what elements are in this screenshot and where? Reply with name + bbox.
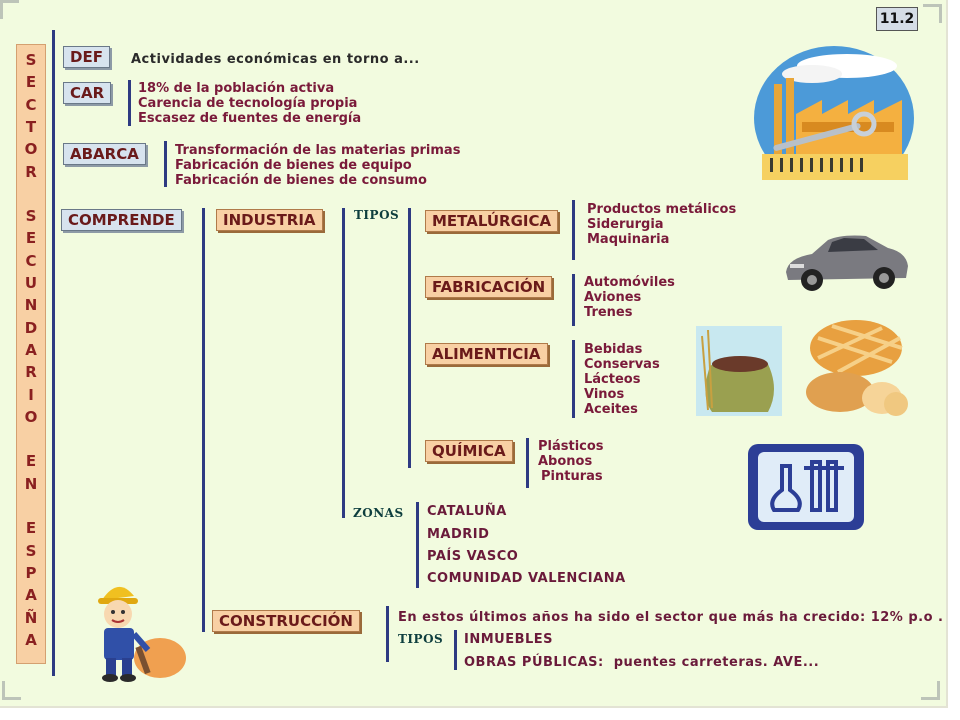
construccion-item: INMUEBLES	[464, 632, 554, 647]
comprende-connector-line	[202, 208, 205, 632]
car-icon	[786, 235, 908, 291]
chemistry-flask-icon	[748, 444, 864, 530]
sidebar-letter: C	[25, 95, 37, 114]
alimenticia-item: Bebidas	[584, 342, 643, 357]
zonas-bracket-line	[416, 502, 419, 588]
fabricacion-item: Automóviles	[584, 275, 675, 290]
sidebar-letter: T	[25, 117, 37, 136]
sidebar-letter: O	[24, 407, 38, 426]
zone-item: CATALUÑA	[427, 504, 507, 519]
sidebar-letter: R	[25, 363, 37, 382]
industria-connector-line	[342, 208, 345, 518]
main-connector-line	[52, 30, 55, 676]
page-number: 11.2	[876, 7, 918, 31]
fabricacion-label: FABRICACIÓN	[425, 276, 553, 298]
sidebar-letter: S	[25, 51, 37, 69]
sidebar-letter: N	[24, 474, 38, 493]
quimica-item: Pinturas	[541, 469, 603, 484]
sidebar-letter: E	[25, 452, 37, 471]
alimenticia-item: Conservas	[584, 357, 660, 372]
zone-item: PAÍS VASCO	[427, 549, 519, 564]
sidebar-letter: E	[25, 519, 37, 538]
sidebar-letter: A	[25, 340, 37, 359]
construccion-label: CONSTRUCCIÓN	[212, 610, 360, 632]
sidebar-letter: E	[25, 73, 37, 92]
corner-mark	[923, 4, 942, 23]
abarca-item: Fabricación de bienes de consumo	[175, 173, 427, 188]
sidebar-letter: N	[24, 296, 38, 315]
sidebar-letter: D	[24, 318, 38, 337]
metalurgica-item: Maquinaria	[587, 232, 670, 247]
car-item: Carencia de tecnología propia	[138, 96, 358, 111]
abarca-item: Fabricación de bienes de equipo	[175, 158, 412, 173]
factory-icon	[752, 46, 916, 192]
fabricacion-item: Aviones	[584, 290, 642, 305]
sidebar-letter: S	[25, 207, 37, 226]
sidebar-letter: I	[28, 385, 34, 404]
alimenticia-bracket-line	[572, 340, 575, 418]
quimica-label: QUÍMICA	[425, 440, 513, 462]
zone-item: COMUNIDAD VALENCIANA	[427, 571, 626, 586]
fabricacion-item: Trenes	[584, 305, 633, 320]
zonas-tag: ZONAS	[353, 506, 404, 520]
zone-item: MADRID	[427, 527, 490, 542]
abarca-item: Transformación de las materias primas	[175, 143, 461, 158]
construccion-text: En estos últimos años ha sido el sector …	[398, 610, 944, 625]
sidebar-letter: Ñ	[24, 608, 38, 627]
alimenticia-item: Lácteos	[584, 372, 641, 387]
tipos-tag: TIPOS	[354, 208, 400, 222]
metalurgica-label: METALÚRGICA	[425, 210, 559, 232]
car-item: 18% de la población activa	[138, 81, 335, 96]
alimenticia-item: Aceites	[584, 402, 638, 417]
construccion-bracket-line	[386, 606, 389, 662]
sidebar-letter: S	[25, 541, 37, 560]
car-label: CAR	[63, 82, 112, 104]
tipos-connector-line	[408, 208, 411, 468]
bread-icon	[806, 320, 908, 416]
corner-mark	[921, 681, 940, 700]
def-label: DEF	[63, 46, 110, 68]
sidebar-letter: E	[25, 229, 37, 248]
construccion-tipos-bracket-line	[454, 630, 457, 670]
sidebar-letter: O	[24, 140, 38, 159]
fabricacion-bracket-line	[572, 274, 575, 326]
sidebar-letter: U	[24, 274, 38, 292]
worker-icon	[98, 586, 186, 682]
sidebar-letter: R	[25, 162, 37, 181]
quimica-bracket-line	[526, 438, 529, 488]
corner-mark	[2, 681, 21, 700]
sack-icon	[696, 326, 782, 416]
corner-mark	[0, 0, 19, 19]
quimica-item: Plásticos	[538, 439, 604, 454]
def-text: Actividades económicas en torno a...	[131, 52, 420, 67]
comprende-label: COMPRENDE	[61, 209, 182, 231]
metalurgica-item: Productos metálicos	[587, 202, 737, 217]
industria-label: INDUSTRIA	[216, 209, 323, 231]
car-item: Escasez de fuentes de energía	[138, 111, 362, 126]
abarca-bracket-line	[164, 141, 167, 187]
quimica-item: Abonos	[538, 454, 593, 469]
alimenticia-label: ALIMENTICIA	[425, 343, 548, 365]
construccion-item: OBRAS PÚBLICAS: puentes carreteras. AVE.…	[464, 655, 820, 670]
construccion-tipos-tag: TIPOS	[398, 632, 444, 646]
sidebar-letter: A	[25, 630, 37, 649]
sidebar-letter: C	[25, 251, 37, 270]
car-bracket-line	[128, 80, 131, 126]
alimenticia-item: Vinos	[584, 387, 625, 402]
metalurgica-item: Siderurgia	[587, 217, 664, 232]
sidebar-letter: P	[25, 563, 37, 582]
abarca-label: ABARCA	[63, 143, 146, 165]
sidebar-letter: A	[25, 586, 37, 605]
metalurgica-bracket-line	[572, 200, 575, 260]
